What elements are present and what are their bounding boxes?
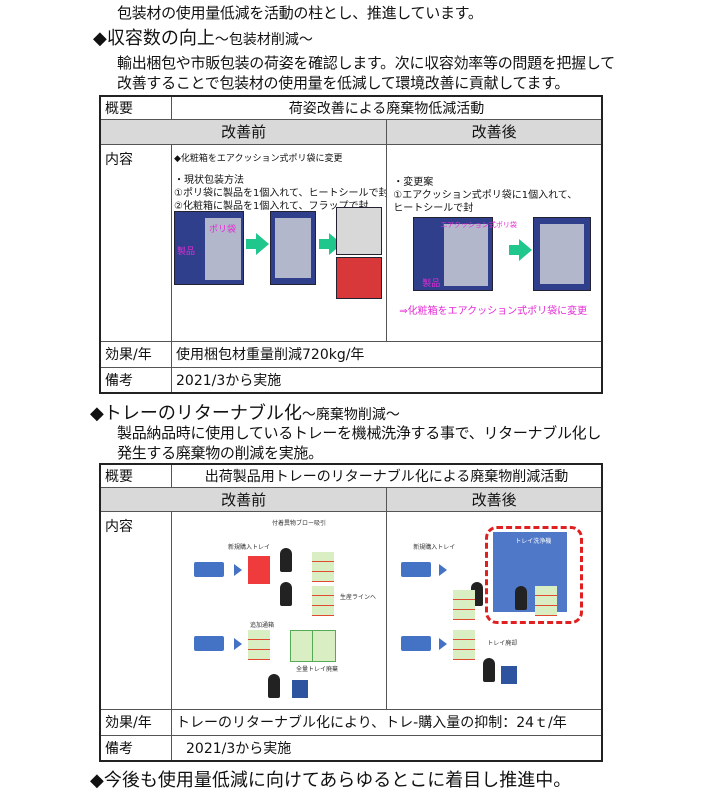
- new-tray: [248, 555, 270, 584]
- worker-icon: [515, 585, 528, 610]
- effect-label: 効果/年: [99, 340, 172, 368]
- section1-para-2: 改善することで包装材の使用量を低減して環境改善に貢献してます。: [117, 74, 570, 92]
- poly-bag-photo: ポリ袋製品: [174, 210, 244, 285]
- table-packaging: 概要荷姿改善による廃棄物低減活動 改善前改善後 内容 ◆化粧箱をエアクッション式…: [99, 95, 603, 394]
- after-line: ヒートシールで封: [393, 202, 474, 214]
- before-line: ②化粧箱に製品を1個入れて、フラップで封: [174, 200, 369, 212]
- before-title: ◆化粧箱をエアクッション式ポリ袋に変更: [174, 153, 343, 164]
- remarks: 2021/3から実施: [171, 734, 603, 762]
- overview: 出荷製品用トレーのリターナブル化による廃棄物削減活動: [171, 463, 603, 488]
- effect: トレーのリターナブル化により、トレ-購入量の抑制：24ｔ/年: [171, 708, 603, 736]
- after-content: ・変更案 ①エアクッション式ポリ袋に1個入れて、 ヒートシールで封 エアクッショ…: [386, 143, 603, 342]
- effect: 使用梱包材重量削減720kg/年: [171, 340, 603, 368]
- intro-line: 包装材の使用量低減を活動の柱とし、推進しています。: [117, 4, 483, 22]
- section1-heading: ◆収容数の向上～包装材削減～: [93, 24, 313, 50]
- after-note: ⇒化粧箱をエアクッション式ポリ袋に変更: [399, 305, 588, 317]
- section2-para-1: 製品納品時に使用しているトレーを機械洗浄する事で、リターナブル化し: [117, 424, 602, 442]
- after-diagram: 新規購入トレイ トレイ洗浄機 トレイ廃却: [386, 510, 603, 710]
- before-header: 改善前: [99, 118, 388, 145]
- remarks-label: 備考: [99, 366, 172, 394]
- section2-para-2: 発生する廃棄物の削減を実施。: [117, 444, 323, 462]
- content-label: 内容: [99, 510, 172, 710]
- after-header: 改善後: [386, 486, 603, 512]
- after-line: ①エアクッション式ポリ袋に1個入れて、: [393, 189, 578, 201]
- truck-icon: [401, 561, 432, 577]
- content-label: 内容: [99, 143, 172, 342]
- section2-heading-sub: ～廃棄物削減～: [301, 407, 400, 423]
- before-header: 改善前: [99, 486, 388, 512]
- after-header: 改善後: [386, 118, 603, 145]
- remarks-label: 備考: [99, 734, 172, 762]
- worker-icon: [280, 547, 292, 572]
- remarks: 2021/3から実施: [171, 366, 603, 394]
- gift-box-closed-photo: [336, 256, 382, 299]
- section1-para-1: 輸出梱包や市販包装の荷姿を確認します。次に収容効率等の問題を把握して: [117, 54, 615, 72]
- arrow-icon: [509, 238, 533, 261]
- trash-bin-icon: [292, 679, 308, 698]
- overview-label: 概要: [99, 463, 172, 488]
- air-cushion-bag-photo: エアクッション式ポリ袋製品: [413, 216, 517, 291]
- trash-bin-icon: [501, 665, 518, 684]
- before-line: ①ポリ袋に製品を1個入れて、ヒートシールで封: [174, 187, 387, 199]
- truck-icon: [401, 635, 432, 651]
- bagged-product-photo: [533, 216, 592, 291]
- overview-label: 概要: [99, 95, 172, 120]
- before-diagram: 付着異物ブロー吸引 新規購入トレイ 生産ラインへ 追加通箱 全量トレイ廃棄: [170, 510, 388, 710]
- bagged-product-photo: [270, 210, 316, 285]
- closing-line: ◆今後も使用量低減に向けてあらゆるとこに着目し推進中。: [90, 770, 572, 791]
- section2-heading-main: ◆トレーのリターナブル化: [90, 403, 302, 424]
- truck-icon: [194, 635, 224, 651]
- before-line: ・現状包装方法: [174, 174, 244, 186]
- section2-heading: ◆トレーのリターナブル化～廃棄物削減～: [90, 399, 400, 425]
- effect-label: 効果/年: [99, 708, 172, 736]
- table-returnable-tray: 概要出荷製品用トレーのリターナブル化による廃棄物削減活動 改善前改善後 内容 付…: [99, 463, 603, 762]
- section1-heading-sub: ～包装材削減～: [214, 32, 313, 48]
- section1-heading-main: ◆収容数の向上: [93, 28, 215, 49]
- worker-icon: [268, 673, 280, 698]
- truck-icon: [194, 561, 224, 577]
- gift-box-photo: [336, 206, 382, 255]
- before-content: ◆化粧箱をエアクッション式ポリ袋に変更 ・現状包装方法 ①ポリ袋に製品を1個入れ…: [170, 143, 388, 342]
- overview: 荷姿改善による廃棄物低減活動: [171, 95, 603, 120]
- worker-icon: [280, 581, 292, 606]
- worker-icon: [483, 657, 496, 682]
- arrow-icon: [246, 232, 269, 255]
- after-line: ・変更案: [393, 176, 434, 188]
- washer-highlight: [485, 525, 584, 624]
